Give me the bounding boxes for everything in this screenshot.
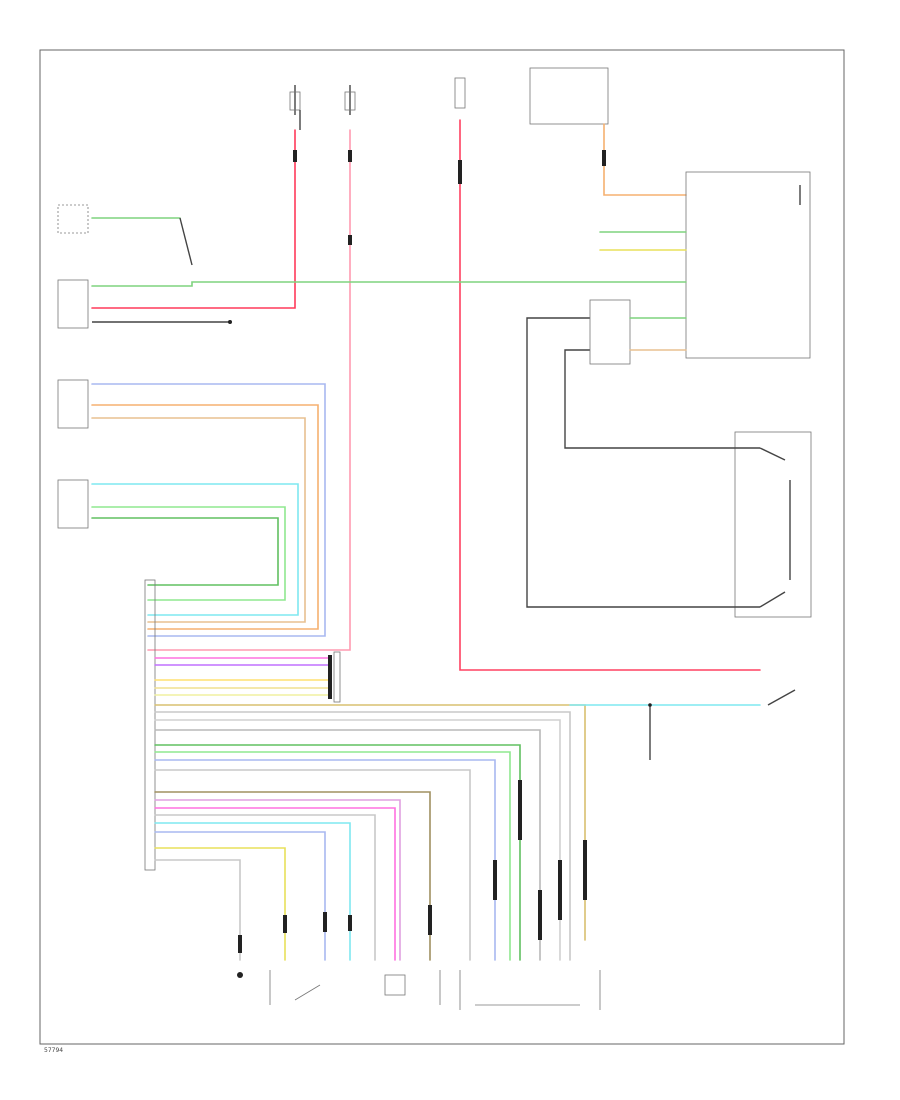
- cyan-wire-vss: [91, 483, 299, 616]
- orange-wire-clutch-sensor-b: [91, 417, 306, 623]
- brake-switch-contacts: [767, 689, 796, 706]
- diagram-id: 57794: [44, 1047, 63, 1054]
- red-wire-fuse-to-vss: [91, 129, 296, 309]
- black-wire-cluster-lower: [564, 349, 690, 449]
- throttle-body-sketch: [269, 970, 441, 1005]
- bottom-connectors: [237, 780, 587, 978]
- fuse-right: [454, 77, 466, 109]
- ecm-wires-to-cruise-switch-connector: [154, 651, 341, 703]
- diagram-frame: [39, 49, 845, 1045]
- green-wire-vss-b: [91, 517, 279, 586]
- ecm-wires-to-bottom-sensors: [154, 711, 571, 961]
- blue-wire-clutch-sensor: [91, 383, 326, 637]
- fuse-area-top-left: [289, 85, 356, 130]
- red-wire-fuse-to-brake-switch: [459, 119, 761, 671]
- green-wire-vss-a: [91, 506, 286, 601]
- instrument-panel-cluster: [685, 171, 811, 359]
- relay-box-top-right: [529, 67, 609, 125]
- orange-wire-clutch-sensor-a: [91, 404, 319, 630]
- left-sensor-boxes: [57, 204, 89, 529]
- green-wire-transmission-to-cluster: [91, 281, 687, 287]
- brake-pedal-position-switch: [734, 431, 812, 618]
- pink-wire-fuse-to-ecm: [147, 129, 351, 651]
- black-wire-cluster-left: [526, 317, 690, 608]
- cluster-connector: [589, 299, 631, 365]
- wire-connectors-top: [293, 150, 462, 245]
- accelerator-pedal-sketch: [459, 970, 601, 1010]
- engine-control-module-connector: [144, 579, 156, 871]
- orange-wire-relay-to-cluster: [603, 123, 687, 196]
